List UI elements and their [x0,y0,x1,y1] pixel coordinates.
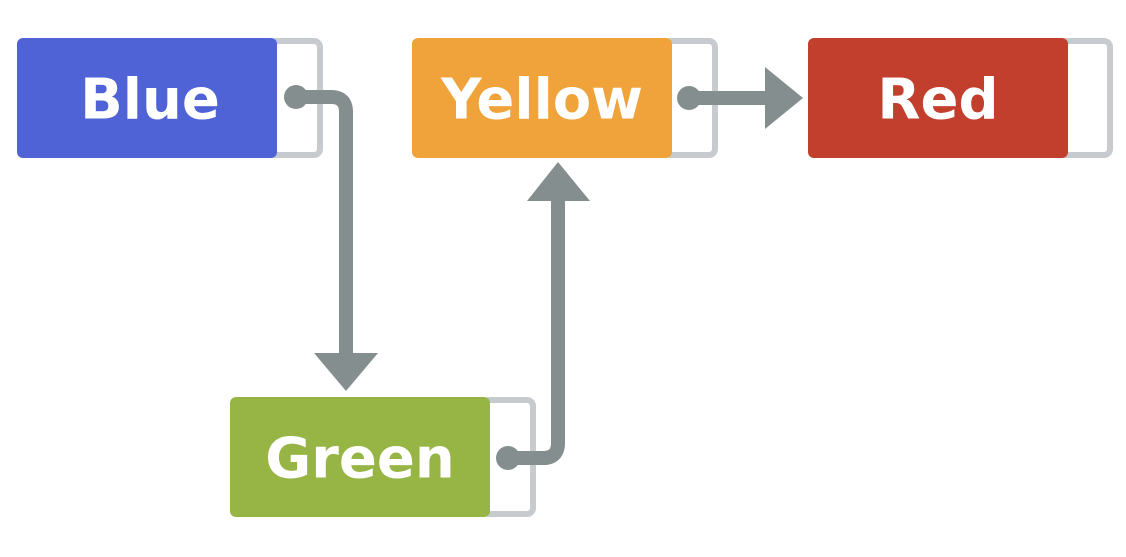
node-blue: Blue [17,38,323,158]
node-green-value-box [230,397,490,517]
node-red-value-box [808,38,1068,158]
edge-yellow-to-red-origin-dot [677,86,701,110]
edge-green-to-yellow [496,162,590,470]
node-yellow: Yellow [412,38,718,158]
edge-blue-to-green-origin-dot [284,85,308,109]
node-yellow-label: Yellow [440,68,643,133]
edge-green-to-yellow-arrowhead [527,162,590,201]
edge-blue-to-green-line [296,90,353,362]
node-green: Green [230,397,536,517]
node-blue-value-box [17,38,277,158]
edge-yellow-to-red-arrowhead [765,67,803,129]
edge-yellow-to-red [677,67,803,129]
node-red: Red [808,38,1113,158]
node-yellow-value-box [412,38,672,158]
node-green-label: Green [265,427,454,492]
edge-blue-to-green-arrowhead [314,353,378,391]
edge-green-to-yellow-origin-dot [496,446,520,470]
node-red-label: Red [877,68,998,133]
edge-green-to-yellow-line [508,192,565,465]
node-blue-label: Blue [80,68,220,133]
edge-blue-to-green [284,85,378,391]
